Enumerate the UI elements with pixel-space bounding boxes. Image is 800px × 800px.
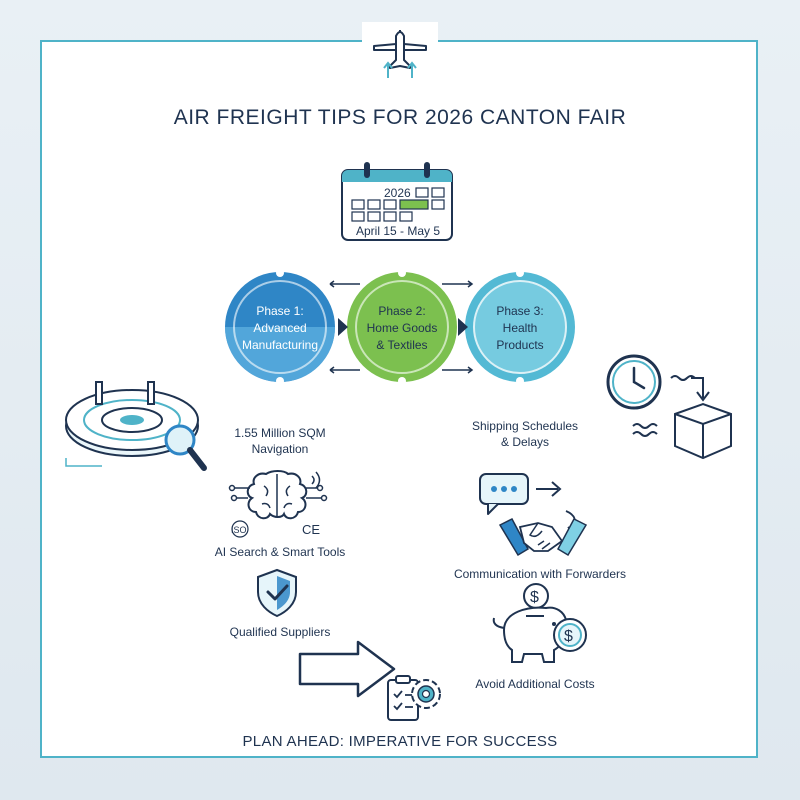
phase-3-title: Phase 3:: [496, 304, 544, 318]
calendar-year: 2026: [384, 186, 411, 200]
footer-tagline: PLAN AHEAD: IMPERATIVE FOR SUCCESS: [242, 733, 558, 750]
airplane-icon: [373, 30, 427, 78]
phase-2-line2: Home Goods: [366, 321, 438, 335]
phase-3-label: Phase 3: Health Products: [465, 303, 575, 354]
communication-label: Communication with Forwarders: [453, 567, 627, 581]
phase-1-line2: Advanced: [253, 321, 307, 335]
phase-2-title: Phase 2:: [378, 304, 426, 318]
phase-2-label: Phase 2: Home Goods & Textiles: [347, 303, 457, 354]
navigation-label: 1.55 Million SQM Navigation: [210, 425, 350, 457]
ai-label: AI Search & Smart Tools: [214, 545, 346, 559]
schedules-line1: Shipping Schedules: [471, 419, 579, 433]
iso-text: ISO: [231, 525, 247, 535]
ce-badge: CE: [302, 522, 320, 537]
coin-icon: $: [553, 618, 587, 652]
phase-1-title: Phase 1:: [256, 304, 304, 318]
package-icon: [632, 375, 732, 460]
dollar-glyph: $: [564, 628, 573, 645]
costs-label: Avoid Additional Costs: [475, 677, 595, 691]
phase-2-line3: & Textiles: [376, 338, 428, 352]
handshake-icon: [498, 510, 588, 557]
phase-1-label: Phase 1: Advanced Manufacturing: [225, 303, 335, 354]
phase-3-line2: Health: [502, 321, 538, 335]
schedules-line2: & Delays: [500, 435, 550, 449]
phase-2-circle: [347, 272, 457, 382]
page-title: AIR FREIGHT TIPS FOR 2026 CANTON FAIR: [173, 106, 627, 129]
magnifier-icon: [164, 424, 207, 471]
dollar-glyph: $: [530, 589, 539, 606]
calendar-icon: 2026 April 15 - May 5: [341, 162, 453, 241]
navigation-line2: Navigation: [251, 442, 309, 456]
navigation-line1: 1.55 Million SQM: [234, 426, 326, 440]
clock-icon: [606, 354, 662, 410]
schedules-label: Shipping Schedules & Delays: [455, 418, 595, 450]
checklist-gear-icon: [387, 675, 441, 721]
iso-badge: ISO: [231, 520, 249, 538]
calendar-dates: April 15 - May 5: [356, 224, 440, 238]
brain-icon: [228, 470, 328, 520]
phase-3-line3: Products: [496, 338, 544, 352]
suppliers-label: Qualified Suppliers: [229, 625, 331, 639]
phase-diagram: [225, 269, 575, 385]
phase-1-line3: Manufacturing: [241, 338, 319, 352]
piggy-bank-icon: $: [492, 583, 575, 663]
ce-text: CE: [302, 522, 320, 537]
shield-check-icon: [257, 568, 297, 618]
chat-icon: [479, 473, 562, 515]
arrow-right-icon: [298, 640, 396, 698]
